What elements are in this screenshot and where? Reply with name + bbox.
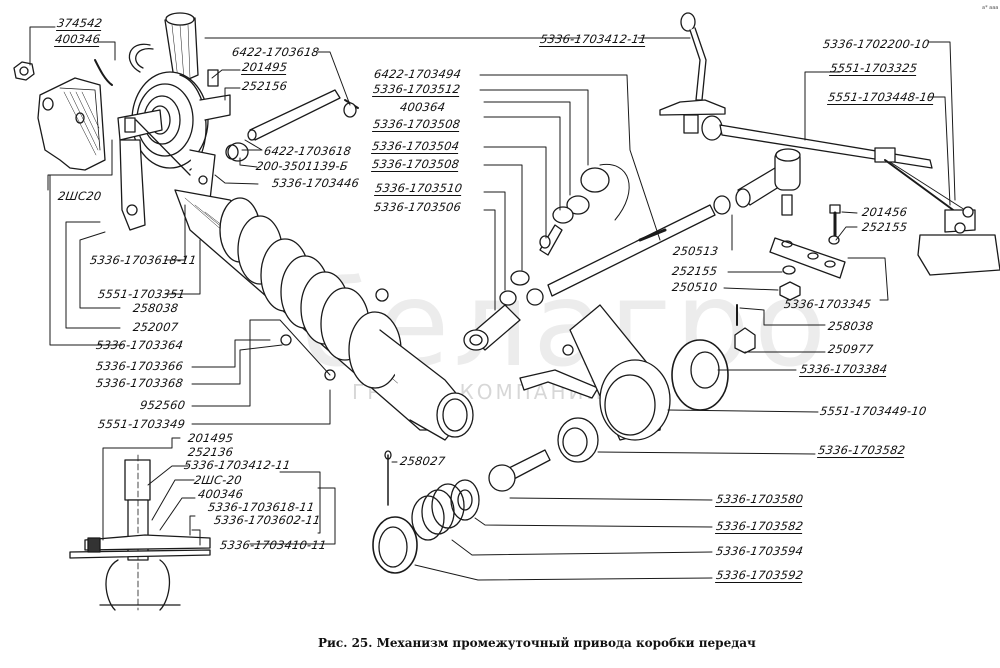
bracket-base-part — [917, 206, 1000, 276]
part-label-5336-1703582-b: 5336-1703582 — [715, 519, 805, 534]
part-label-5336-1703364: 5336-1703364 — [95, 338, 185, 352]
needle-bearing-part — [557, 417, 599, 463]
tie-rod-part — [526, 195, 731, 306]
part-label-258027: 258027 — [399, 454, 447, 468]
part-label-5336-1703504: 5336-1703504 — [371, 139, 461, 154]
ball-pin-part — [488, 449, 551, 492]
part-label-252156: 252156 — [241, 79, 289, 93]
part-label-5336-1703508-b: 5336-1703508 — [371, 157, 461, 172]
part-label-6422-1703618: 6422-1703618 — [231, 45, 321, 59]
part-label-258038-left: 258038 — [132, 301, 180, 315]
part-label-5336-1703510: 5336-1703510 — [374, 181, 464, 196]
part-label-201495: 201495 — [241, 60, 289, 75]
part-label-5551-1703449-10: 5551-1703449-10 — [819, 404, 928, 418]
part-label-201456: 201456 — [861, 205, 909, 219]
bearing-housing-part — [569, 304, 671, 441]
splined-shaft-part — [174, 189, 474, 441]
part-label-250977: 250977 — [827, 342, 875, 356]
part-label-2shc20: 2ШС20 — [57, 189, 103, 203]
part-label-5551-1703448-10: 5551-1703448-10 — [827, 90, 936, 105]
control-rod-part — [719, 124, 966, 216]
part-label-5336-1703508: 5336-1703508 — [372, 117, 462, 132]
ball-stud-housing-part — [735, 148, 801, 216]
part-label-5336-1703594: 5336-1703594 — [715, 544, 805, 558]
corner-mark: a* aaa — [982, 5, 999, 11]
part-label-374542: 374542 — [56, 16, 104, 31]
washers-nuts-part — [734, 265, 801, 354]
part-label-5336-1703368: 5336-1703368 — [95, 376, 185, 390]
bolt-part — [828, 204, 841, 245]
part-label-5551-1703349: 5551-1703349 — [97, 417, 187, 431]
lock-plate-part — [519, 344, 599, 399]
part-label-952560: 952560 — [139, 398, 187, 412]
part-label-5551-1703325: 5551-1703325 — [829, 61, 919, 76]
inset-label-5336-1703602-11: 5336-1703602-11 — [213, 513, 322, 527]
part-label-5336-1703592: 5336-1703592 — [715, 568, 805, 583]
part-label-5336-1703446: 5336-1703446 — [271, 176, 361, 190]
yoke-bracket-part — [37, 59, 113, 171]
inset-label-5336-1703410-11: 5336-1703410-11 — [219, 538, 328, 552]
part-label-5336-1702200-10: 5336-1702200-10 — [822, 37, 931, 51]
inset-label-2shc-20: 2ШС-20 — [193, 473, 243, 487]
part-label-252155: 252155 — [861, 220, 909, 234]
threaded-plug-part — [372, 516, 418, 574]
rod-end-part — [463, 304, 521, 351]
pin-rod-part — [247, 89, 359, 141]
damper-ring-part — [671, 339, 729, 411]
part-label-5336-1703512: 5336-1703512 — [372, 82, 462, 97]
part-label-250513: 250513 — [672, 244, 720, 258]
figure-caption: Рис. 25. Механизм промежуточный привода … — [318, 636, 756, 650]
spring-part — [411, 483, 465, 541]
part-label-5336-1703618-11: 5336-1703618-11 — [89, 253, 198, 267]
part-label-252007: 252007 — [132, 320, 180, 334]
part-label-5336-1703582: 5336-1703582 — [817, 443, 907, 458]
needle-bushing-part — [225, 142, 249, 162]
part-label-6422-1703494: 6422-1703494 — [373, 67, 463, 81]
part-label-5336-1703384: 5336-1703384 — [799, 362, 889, 377]
part-label-5336-1703580: 5336-1703580 — [715, 492, 805, 507]
gear-shift-lever-part — [659, 12, 726, 141]
part-label-258038: 258038 — [827, 319, 875, 333]
inset-section-view — [69, 454, 211, 611]
part-label-5336-1703345: 5336-1703345 — [783, 297, 873, 311]
part-label-5336-1703366: 5336-1703366 — [95, 359, 185, 373]
part-label-252155-b: 252155 — [671, 264, 719, 278]
part-label-400346: 400346 — [54, 32, 102, 47]
leader-lines — [29, 26, 956, 581]
part-label-5551-1703351: 5551-1703351 — [97, 287, 187, 301]
part-label-5336-1703412-11: 5336-1703412-11 — [539, 32, 648, 47]
link-plate-part — [769, 237, 846, 279]
gear-lever-shaft-part — [164, 12, 199, 86]
part-label-6422-1703618-b: 6422-1703618 — [263, 144, 353, 158]
part-label-400364: 400364 — [399, 100, 447, 114]
ball-socket-part — [499, 163, 630, 306]
snap-ring-part — [128, 43, 154, 73]
part-label-250510: 250510 — [671, 280, 719, 294]
flange-housing-part — [117, 69, 231, 171]
part-label-200-3501139: 200-3501139-Б — [255, 159, 350, 173]
inset-label-201495: 201495 — [187, 431, 235, 445]
nut-part — [13, 61, 35, 81]
inset-label-5336-1703412-11: 5336-1703412-11 — [183, 458, 292, 472]
cotter-pin-part — [384, 450, 392, 506]
part-label-5336-1703506: 5336-1703506 — [373, 200, 463, 214]
